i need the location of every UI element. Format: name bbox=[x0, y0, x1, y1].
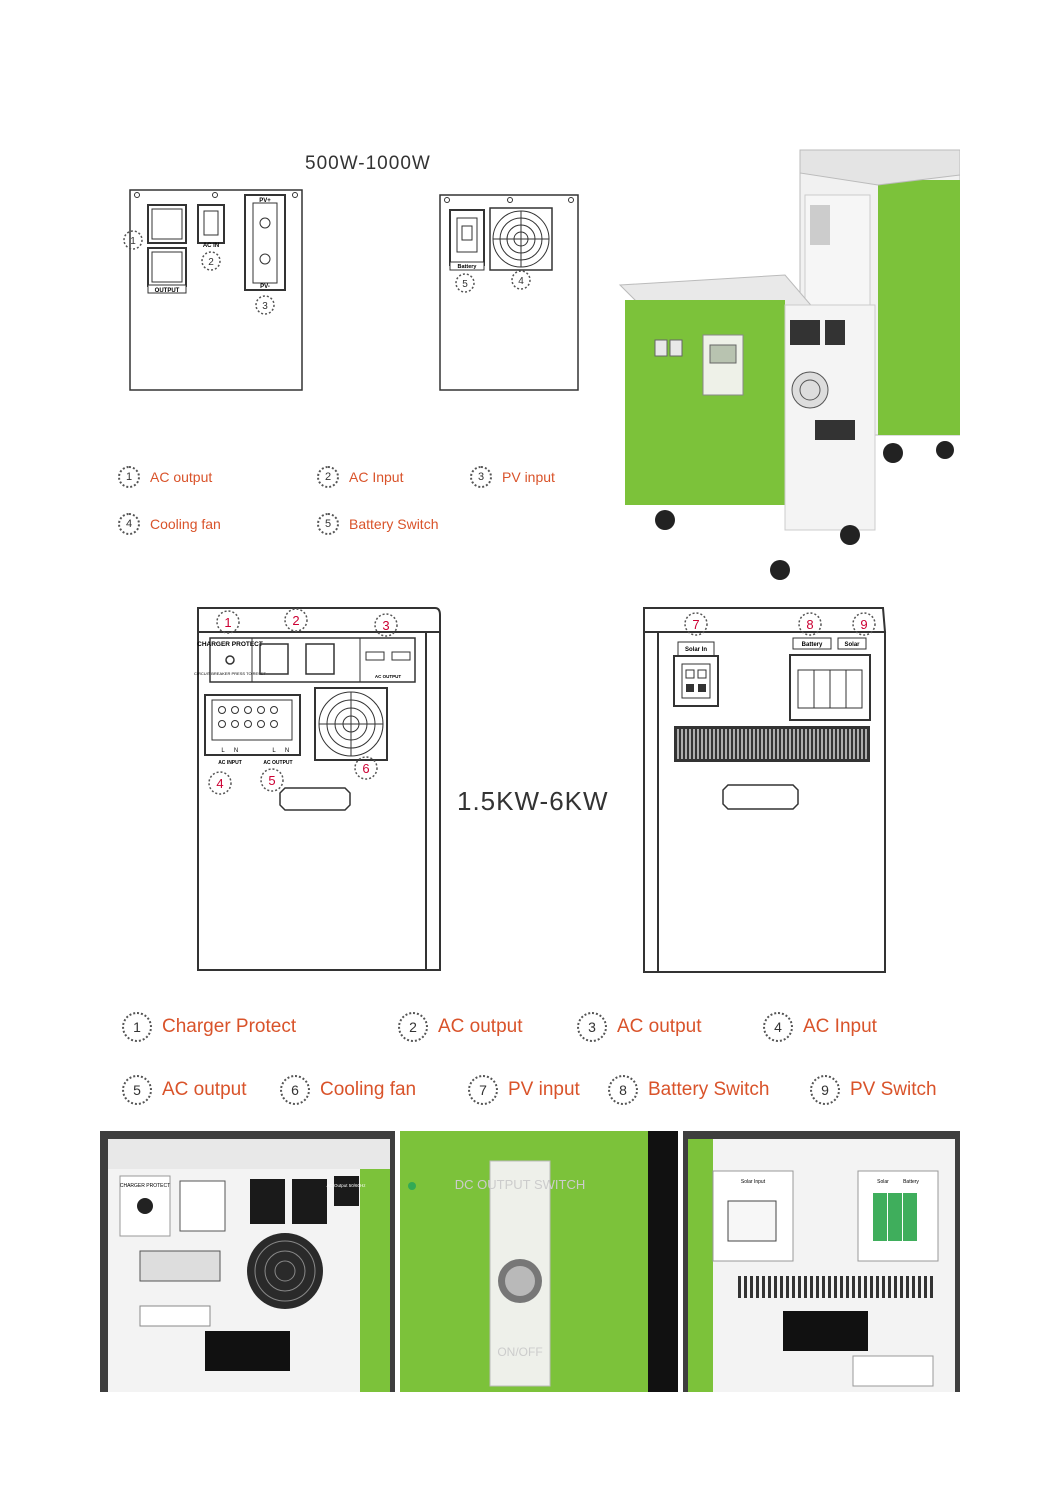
legend-text: Charger Protect bbox=[162, 1016, 297, 1037]
photo-charger-protect-label: CHARGER PROTECT bbox=[120, 1183, 170, 1189]
svg-text:4: 4 bbox=[518, 276, 524, 287]
small-front-panel-diagram: OUTPUT AC IN PV+ PV- 1 2 3 bbox=[123, 189, 303, 391]
legend-number-badge: 4 bbox=[118, 513, 140, 535]
battery-breaker-label: Battery bbox=[802, 642, 823, 648]
svg-text:3: 3 bbox=[382, 618, 389, 633]
legend-number-badge: 2 bbox=[398, 1012, 428, 1042]
large-front-panel-diagram: CHARGER PROTECT CIRCUIT BREAKER PRESS TO… bbox=[194, 607, 441, 971]
legend-number-badge: 5 bbox=[122, 1075, 152, 1105]
terminal-n-label: N bbox=[234, 748, 238, 754]
svg-text:5: 5 bbox=[268, 773, 275, 788]
large-legend-item-5: 5 AC output bbox=[122, 1075, 247, 1105]
legend-text: PV input bbox=[502, 469, 555, 485]
legend-text: Battery Switch bbox=[349, 516, 439, 532]
legend-number-badge: 7 bbox=[468, 1075, 498, 1105]
small-legend-item-5: 5 Battery Switch bbox=[317, 513, 438, 535]
large-legend-item-9: 9 PV Switch bbox=[810, 1075, 937, 1105]
svg-text:2: 2 bbox=[208, 257, 214, 268]
circuit-breaker-label: CIRCUIT BREAKER PRESS TO RESET bbox=[194, 671, 267, 676]
legend-text: Cooling fan bbox=[320, 1079, 417, 1100]
legend-number-badge: 1 bbox=[118, 466, 140, 488]
solar-in-label: Solar In bbox=[685, 647, 707, 653]
small-pv-minus-label: PV- bbox=[260, 284, 270, 290]
small-rear-panel-diagram: Battery 5 4 bbox=[439, 194, 579, 391]
large-legend-item-8: 8 Battery Switch bbox=[608, 1075, 769, 1105]
terminal-l-label: L bbox=[272, 748, 276, 754]
svg-text:6: 6 bbox=[362, 761, 369, 776]
small-legend-item-3: 3 PV input bbox=[470, 466, 555, 488]
svg-text:5: 5 bbox=[462, 279, 468, 290]
large-rear-panel-diagram: Solar In Battery Solar 7 8 9 bbox=[643, 607, 887, 973]
large-legend-item-7: 7 PV input bbox=[468, 1075, 580, 1105]
legend-number-badge: 6 bbox=[280, 1075, 310, 1105]
top-ac-output-label: AC OUTPUT bbox=[375, 674, 401, 679]
svg-text:1: 1 bbox=[224, 615, 231, 630]
large-legend-item-2: 2 AC output bbox=[398, 1012, 523, 1042]
solar-breaker-label: Solar bbox=[844, 642, 860, 648]
svg-text:7: 7 bbox=[692, 617, 699, 632]
legend-text: AC output bbox=[150, 469, 213, 485]
on-off-label: ON/OFF bbox=[497, 1345, 542, 1359]
svg-text:9: 9 bbox=[860, 617, 867, 632]
small-output-label: OUTPUT bbox=[155, 288, 180, 294]
legend-text: Battery Switch bbox=[648, 1079, 770, 1100]
dc-switch-photo: DC OUTPUT SWITCH ON/OFF bbox=[400, 1131, 678, 1392]
photo-battery-label: Battery bbox=[903, 1179, 919, 1185]
terminal-ac-output-label: AC OUTPUT bbox=[263, 760, 292, 766]
small-model-title: 500W-1000W bbox=[305, 153, 431, 174]
legend-text: AC output bbox=[617, 1016, 702, 1037]
large-legend-item-1: 1 Charger Protect bbox=[122, 1012, 296, 1042]
terminal-l-label: L bbox=[221, 748, 225, 754]
charger-protect-label: CHARGER PROTECT bbox=[197, 641, 263, 648]
svg-text:8: 8 bbox=[806, 617, 813, 632]
legend-text: AC Input bbox=[349, 469, 404, 485]
legend-text: PV Switch bbox=[850, 1079, 937, 1100]
legend-number-badge: 9 bbox=[810, 1075, 840, 1105]
legend-text: AC output bbox=[438, 1016, 523, 1037]
legend-number-badge: 1 bbox=[122, 1012, 152, 1042]
product-render-image bbox=[618, 149, 960, 580]
small-ac-in-label: AC IN bbox=[203, 243, 219, 249]
photo-ac-output-label: AC Output 50/60Hz bbox=[326, 1183, 366, 1188]
legend-text: AC Input bbox=[803, 1016, 877, 1037]
svg-text:4: 4 bbox=[216, 776, 223, 791]
legend-number-badge: 4 bbox=[763, 1012, 793, 1042]
large-model-title: 1.5KW-6KW bbox=[457, 786, 609, 816]
photo-solar-input-label: Solar Input bbox=[741, 1179, 766, 1185]
large-legend-item-4: 4 AC Input bbox=[763, 1012, 877, 1042]
small-legend-item-1: 1 AC output bbox=[118, 466, 212, 488]
terminal-ac-input-label: AC INPUT bbox=[218, 760, 242, 766]
svg-text:3: 3 bbox=[262, 301, 268, 312]
photo-solar-label: Solar bbox=[877, 1179, 889, 1185]
small-legend-item-2: 2 AC Input bbox=[317, 466, 403, 488]
svg-text:2: 2 bbox=[292, 613, 299, 628]
legend-number-badge: 3 bbox=[470, 466, 492, 488]
large-legend-item-3: 3 AC output bbox=[577, 1012, 702, 1042]
small-pv-plus-label: PV+ bbox=[259, 198, 271, 204]
small-battery-label: Battery bbox=[458, 264, 478, 270]
dc-output-switch-label: DC OUTPUT SWITCH bbox=[455, 1177, 585, 1192]
legend-text: Cooling fan bbox=[150, 516, 221, 532]
legend-number-badge: 2 bbox=[317, 466, 339, 488]
legend-number-badge: 5 bbox=[317, 513, 339, 535]
legend-text: PV input bbox=[508, 1079, 580, 1100]
legend-number-badge: 3 bbox=[577, 1012, 607, 1042]
large-legend-item-6: 6 Cooling fan bbox=[280, 1075, 416, 1105]
legend-text: AC output bbox=[162, 1079, 247, 1100]
small-legend-item-4: 4 Cooling fan bbox=[118, 513, 221, 535]
svg-text:1: 1 bbox=[130, 236, 136, 247]
terminal-n-label: N bbox=[285, 748, 289, 754]
legend-number-badge: 8 bbox=[608, 1075, 638, 1105]
front-panel-photo: CHARGER PROTECT AC Output 50/60Hz bbox=[100, 1131, 395, 1392]
rear-panel-photo: Solar Input Solar Battery bbox=[683, 1131, 960, 1392]
